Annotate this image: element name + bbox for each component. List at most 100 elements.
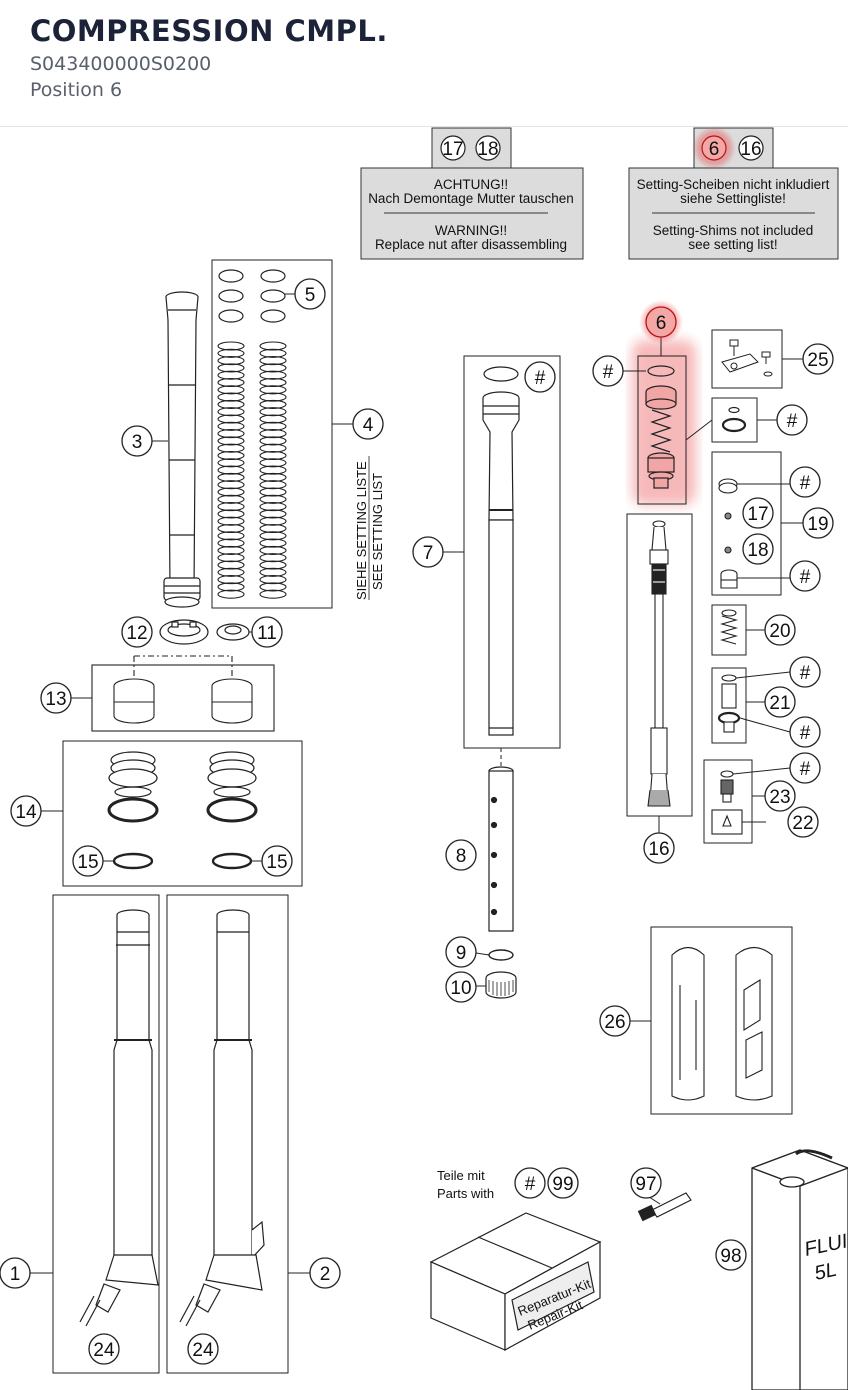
part-8-perforated-tube[interactable] [488, 766, 514, 932]
part-25-bleed-screws[interactable] [711, 329, 783, 389]
note-ref-6[interactable]: 6 [709, 139, 720, 160]
part-16-piston-rod[interactable] [626, 513, 693, 817]
callout-circle[interactable] [764, 780, 796, 812]
callout-circle[interactable] [187, 1333, 219, 1365]
callout-circle[interactable] [802, 507, 834, 539]
note-ref-16[interactable]: 16 [740, 139, 761, 160]
callout-circle[interactable] [72, 845, 104, 877]
callout-15[interactable]: 15 [266, 852, 287, 873]
callout-16[interactable]: 16 [648, 839, 669, 860]
part-21-base-valve[interactable] [711, 667, 747, 744]
part-11-clip[interactable] [216, 623, 250, 641]
part-20-spring[interactable] [711, 604, 747, 656]
callout-circle[interactable] [789, 656, 821, 688]
callout-15[interactable]: 15 [77, 852, 98, 873]
callout-hash[interactable]: # [535, 368, 546, 389]
callout-4[interactable]: 4 [363, 415, 374, 436]
callout-8[interactable]: 8 [456, 846, 467, 867]
kit-ref-circle[interactable] [514, 1167, 546, 1199]
part-12-spring-seat[interactable] [159, 619, 209, 645]
callout-circle[interactable] [412, 536, 444, 568]
part-9-o-ring[interactable] [488, 949, 514, 961]
callout-hash[interactable]: # [800, 759, 811, 780]
callout-24[interactable]: 24 [93, 1340, 115, 1361]
callout-10[interactable]: 10 [450, 978, 471, 999]
callout-97[interactable]: 97 [635, 1174, 656, 1195]
callout-circle[interactable] [789, 752, 821, 784]
callout-circle[interactable] [789, 560, 821, 592]
callout-circle[interactable] [630, 1167, 662, 1199]
part-98-fluid-can[interactable] [751, 1149, 848, 1390]
callout-circle[interactable] [309, 1257, 341, 1289]
callout-circle[interactable] [789, 716, 821, 748]
callout-circle[interactable] [645, 306, 677, 338]
callout-circle[interactable] [742, 497, 774, 529]
callout-circle[interactable] [445, 839, 477, 871]
part-1-fork-leg-left[interactable] [52, 894, 160, 1374]
part-seal-kit-box[interactable] [711, 397, 758, 443]
callout-12[interactable]: 12 [126, 623, 147, 644]
callout-circle[interactable] [0, 1257, 31, 1289]
callout-5[interactable]: 5 [305, 285, 316, 306]
callout-circle[interactable] [121, 616, 153, 648]
note-ref-18[interactable]: 18 [477, 139, 498, 160]
callout-23[interactable]: 23 [769, 787, 790, 808]
callout-circle[interactable] [445, 936, 477, 968]
callout-17[interactable]: 17 [747, 504, 768, 525]
callout-circle[interactable] [643, 832, 675, 864]
part-4-springs[interactable] [211, 259, 333, 609]
callout-circle[interactable] [764, 686, 796, 718]
part-10-nut[interactable] [485, 971, 517, 999]
callout-circle[interactable] [445, 971, 477, 1003]
callout-14[interactable]: 14 [15, 802, 37, 823]
callout-circle[interactable] [715, 1239, 747, 1271]
part-2-fork-leg-right[interactable] [166, 894, 289, 1374]
callout-9[interactable]: 9 [456, 943, 467, 964]
callout-circle[interactable] [592, 355, 624, 387]
callout-20[interactable]: 20 [769, 621, 790, 642]
callout-circle[interactable] [352, 408, 384, 440]
note-ref-17[interactable]: 17 [442, 139, 463, 160]
part-13-guide-bushings[interactable] [91, 655, 275, 732]
kit-ref[interactable]: # [525, 1174, 536, 1195]
callout-circle[interactable] [776, 404, 808, 436]
part-14-seal-set[interactable] [62, 740, 303, 887]
callout-21[interactable]: 21 [769, 693, 790, 714]
part-26-fork-guards[interactable] [650, 926, 793, 1115]
callout-circle[interactable] [742, 533, 774, 565]
part-5-spring-spacers[interactable] [218, 269, 286, 323]
callout-circle[interactable] [802, 343, 834, 375]
callout-1[interactable]: 1 [10, 1264, 21, 1285]
repair-kit[interactable]: Teile mit Parts with Reparatur-Kit Repai… [429, 1168, 602, 1352]
callout-hash[interactable]: # [800, 723, 811, 744]
callout-98[interactable]: 98 [720, 1246, 741, 1267]
callout-circle[interactable] [294, 278, 326, 310]
part-19-valve-kit[interactable] [711, 451, 782, 596]
callout-circle[interactable] [599, 1005, 631, 1037]
callout-circle[interactable] [787, 806, 819, 838]
callout-circle[interactable] [121, 425, 153, 457]
part-15-o-rings[interactable] [112, 852, 253, 870]
kit-ref[interactable]: 99 [552, 1174, 573, 1195]
callout-circle[interactable] [524, 361, 556, 393]
callout-13[interactable]: 13 [45, 689, 66, 710]
callout-7[interactable]: 7 [423, 543, 434, 564]
callout-hash[interactable]: # [800, 663, 811, 684]
part-7-cartridge-tube[interactable] [463, 355, 561, 749]
callout-26[interactable]: 26 [604, 1012, 625, 1033]
callout-18[interactable]: 18 [747, 540, 768, 561]
part-6-compression-assembly[interactable] [632, 340, 696, 505]
callout-19[interactable]: 19 [807, 514, 828, 535]
kit-ref-circle[interactable] [547, 1167, 579, 1199]
callout-circle[interactable] [10, 795, 42, 827]
callout-3[interactable]: 3 [132, 432, 143, 453]
callout-circle[interactable] [40, 682, 72, 714]
callout-24[interactable]: 24 [192, 1340, 214, 1361]
callout-hash[interactable]: # [603, 362, 614, 383]
callout-circle[interactable] [789, 466, 821, 498]
callout-6[interactable]: 6 [656, 313, 667, 334]
callout-22[interactable]: 22 [792, 813, 813, 834]
callout-hash[interactable]: # [800, 473, 811, 494]
callout-hash[interactable]: # [787, 411, 798, 432]
callout-2[interactable]: 2 [320, 1264, 331, 1285]
